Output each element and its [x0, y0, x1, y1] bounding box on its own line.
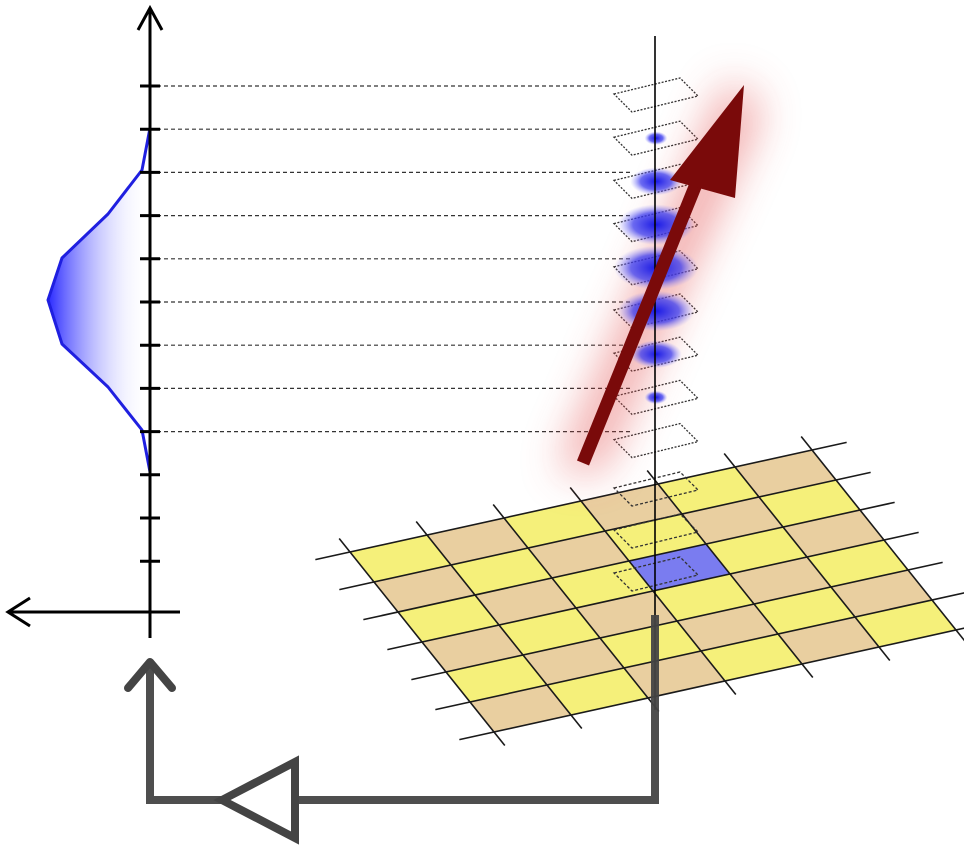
beam-spot [630, 340, 682, 369]
grid-line [569, 487, 737, 695]
beam-spot [644, 131, 668, 145]
beam-spot [630, 167, 682, 196]
slice-outline [612, 422, 700, 459]
grid-line [800, 436, 964, 642]
grid-line [492, 504, 660, 712]
y-axis-ticks [140, 84, 160, 563]
grid-line [723, 453, 891, 661]
x-axis-arrowhead [5, 596, 31, 628]
feedback-path [124, 615, 659, 845]
slice-outline [612, 163, 700, 200]
y-axis-arrowhead [136, 4, 164, 31]
slice-outline [612, 120, 700, 156]
slice-outline [612, 77, 700, 113]
beam-arrow [576, 85, 744, 466]
detector-grid [315, 436, 964, 746]
intensity-profile [46, 127, 152, 473]
projection-guide-lines [150, 85, 630, 433]
amplifier-triangle [213, 755, 299, 845]
grid-line [338, 538, 506, 746]
profile-curve [46, 127, 152, 473]
feedback-arrowhead [124, 658, 176, 692]
grid-line [415, 521, 583, 729]
slice-outline [612, 513, 700, 549]
slice-outline [612, 471, 700, 507]
grid-line [646, 470, 814, 678]
axes [5, 4, 180, 638]
profile-fill [48, 128, 150, 472]
slice-outline [612, 556, 700, 592]
beam-spot [644, 390, 668, 405]
